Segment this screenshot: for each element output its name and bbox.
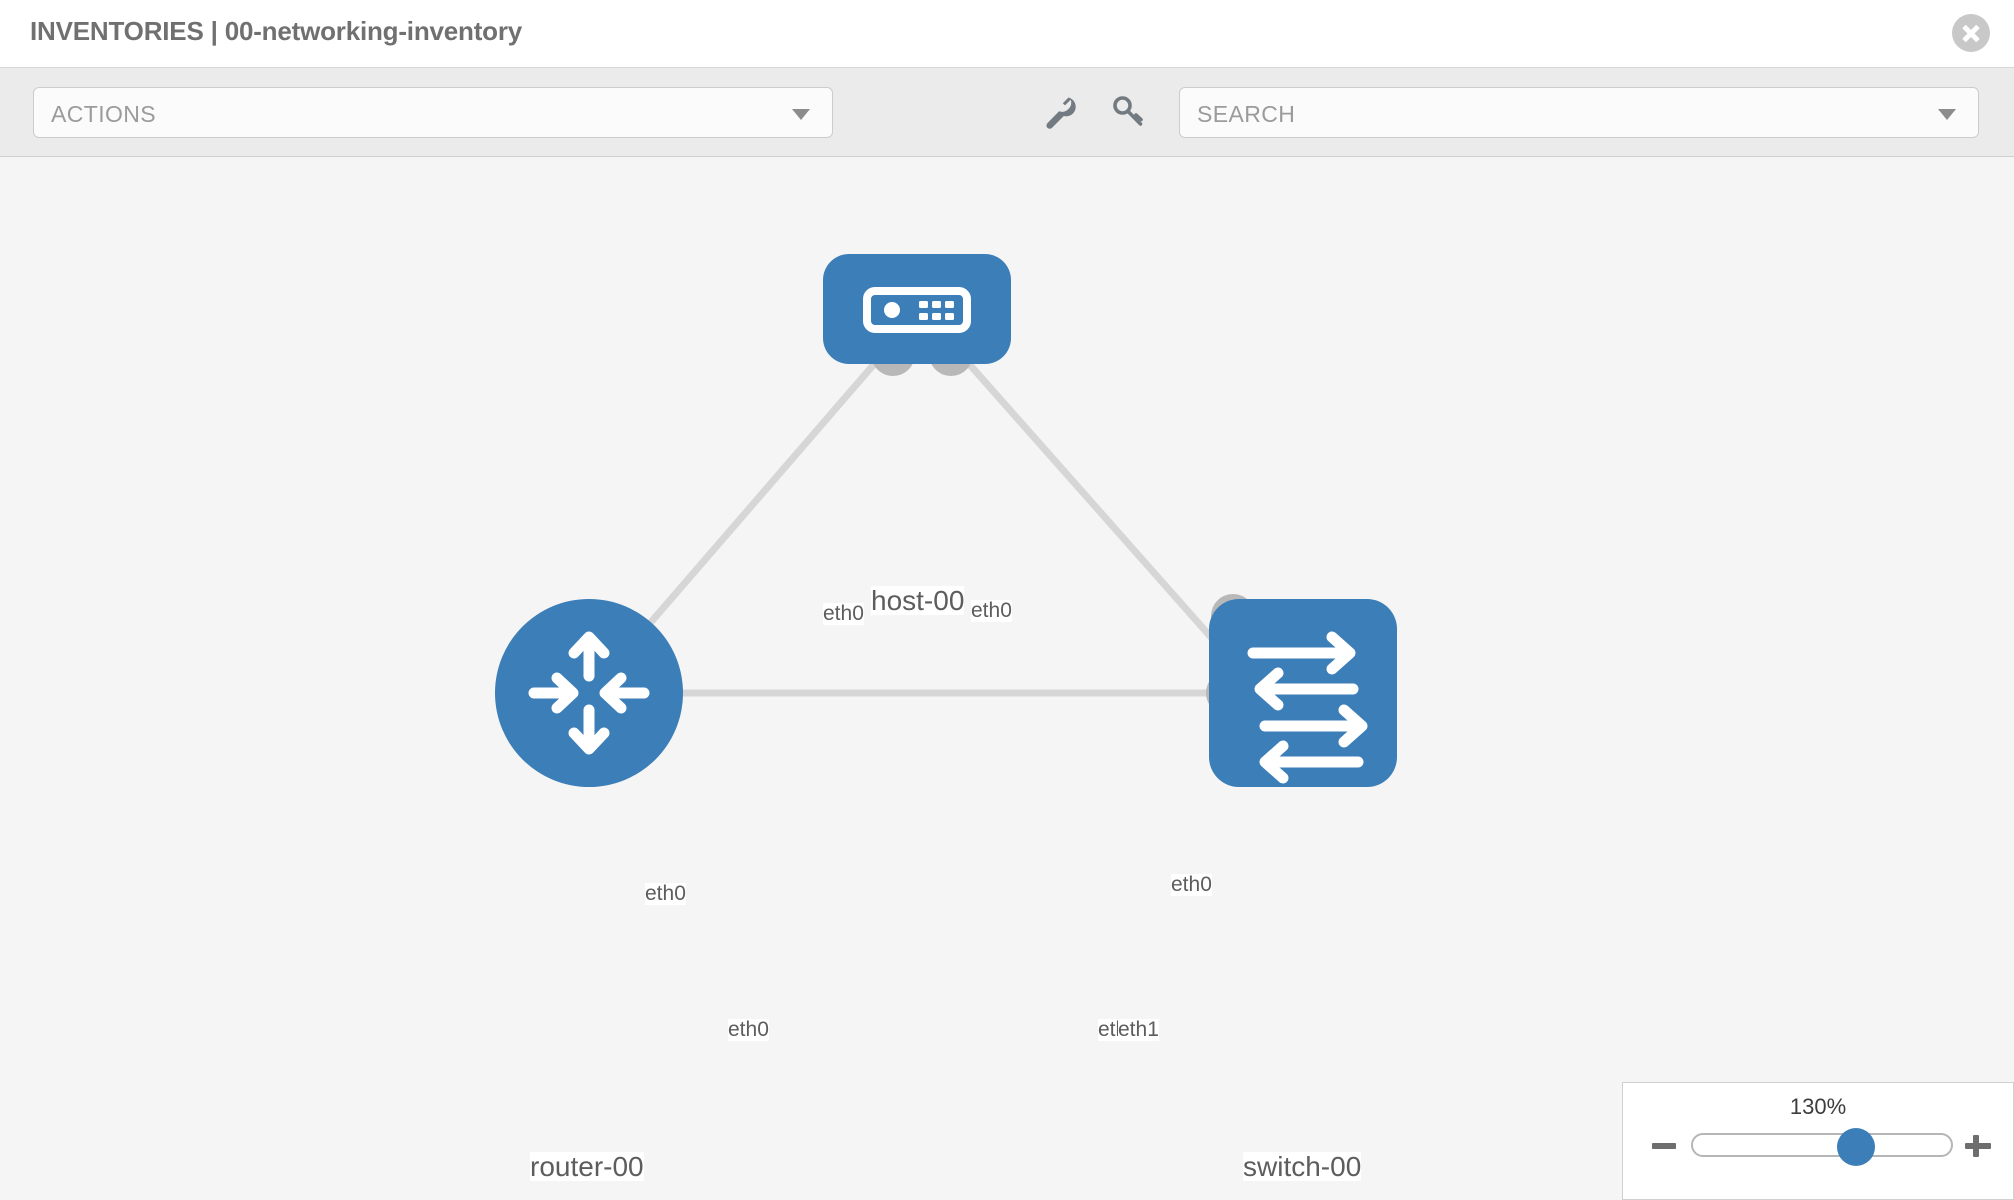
- interface-label-router-eth0: eth0: [728, 1018, 769, 1042]
- interface-label-switch-eth1: eth1: [1118, 1018, 1159, 1042]
- node-switch-00[interactable]: [1209, 599, 1397, 787]
- node-host-00[interactable]: [823, 254, 1011, 364]
- plus-icon[interactable]: [1963, 1131, 1993, 1161]
- node-label-host-00: host-00: [871, 585, 965, 616]
- key-icon[interactable]: [1106, 90, 1150, 134]
- edge-host-switch: [952, 345, 1228, 656]
- plus-icon-bar-vertical: [1973, 1135, 1979, 1157]
- search-dropdown[interactable]: SEARCH: [1179, 87, 1979, 138]
- router-icon: [528, 631, 650, 755]
- node-label-switch-00: switch-00: [1243, 1151, 1362, 1182]
- toolbar: ACTIONS SEARCH: [0, 68, 2014, 157]
- chevron-down-icon: [1938, 109, 1956, 120]
- actions-dropdown-label: ACTIONS: [51, 101, 157, 127]
- zoom-level-value: 130%: [1789, 1094, 1847, 1119]
- zoom-slider-thumb[interactable]: [1837, 1128, 1875, 1166]
- interface-label-router-uplink: eth0: [645, 882, 686, 906]
- node-router-00[interactable]: [495, 599, 683, 787]
- interface-label-switch-uplink: eth0: [1171, 873, 1212, 897]
- edge-group: [617, 345, 1250, 697]
- actions-dropdown[interactable]: ACTIONS: [33, 87, 833, 138]
- minus-icon[interactable]: [1649, 1131, 1679, 1161]
- topology-canvas[interactable]: host-00 router-00 switch-00 eth0 eth0 et…: [0, 158, 2014, 1200]
- minus-icon-bar: [1652, 1143, 1676, 1149]
- topology-graph: [495, 254, 1397, 787]
- edge-host-router: [617, 345, 891, 661]
- zoom-slider-track[interactable]: [1691, 1128, 1953, 1166]
- wrench-icon[interactable]: [1037, 90, 1081, 134]
- switch-icon: [1247, 631, 1368, 784]
- server-icon: [863, 287, 971, 333]
- zoom-control-panel: 130%: [1622, 1082, 2014, 1200]
- page-title: INVENTORIES | 00-networking-inventory: [30, 16, 523, 46]
- interface-label-host-left: eth0: [823, 602, 864, 626]
- search-input[interactable]: SEARCH: [1197, 101, 1296, 127]
- page-header: INVENTORIES | 00-networking-inventory: [0, 0, 2014, 68]
- chevron-down-icon: [792, 109, 810, 120]
- port-group: [588, 332, 1255, 715]
- close-icon[interactable]: [1952, 14, 1990, 52]
- interface-label-host-right: eth0: [971, 599, 1012, 623]
- node-label-router-00: router-00: [530, 1151, 644, 1182]
